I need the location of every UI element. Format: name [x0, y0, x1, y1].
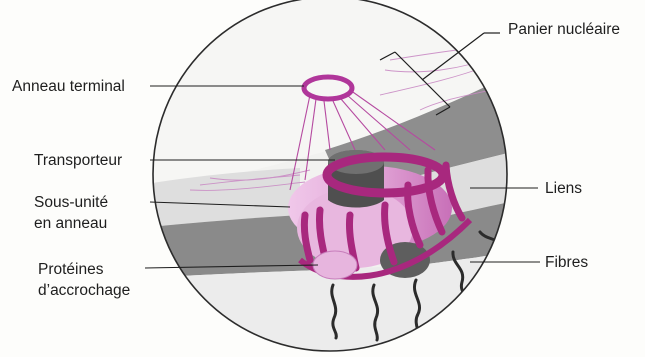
label-transporteur: Transporteur [34, 151, 122, 170]
label-proteines-line1: Protéines [38, 260, 103, 279]
anchoring-protein [313, 251, 357, 279]
magnified-region [140, 0, 520, 357]
label-sous-unite-line1: Sous-unité [34, 193, 108, 212]
label-fibres: Fibres [545, 253, 588, 272]
label-sous-unite-line2: en anneau [34, 214, 107, 233]
label-proteines-line2: d’accrochage [38, 281, 130, 300]
label-liens: Liens [545, 179, 582, 198]
label-anneau-terminal: Anneau terminal [12, 77, 125, 96]
label-panier-nucleaire: Panier nucléaire [508, 20, 620, 39]
